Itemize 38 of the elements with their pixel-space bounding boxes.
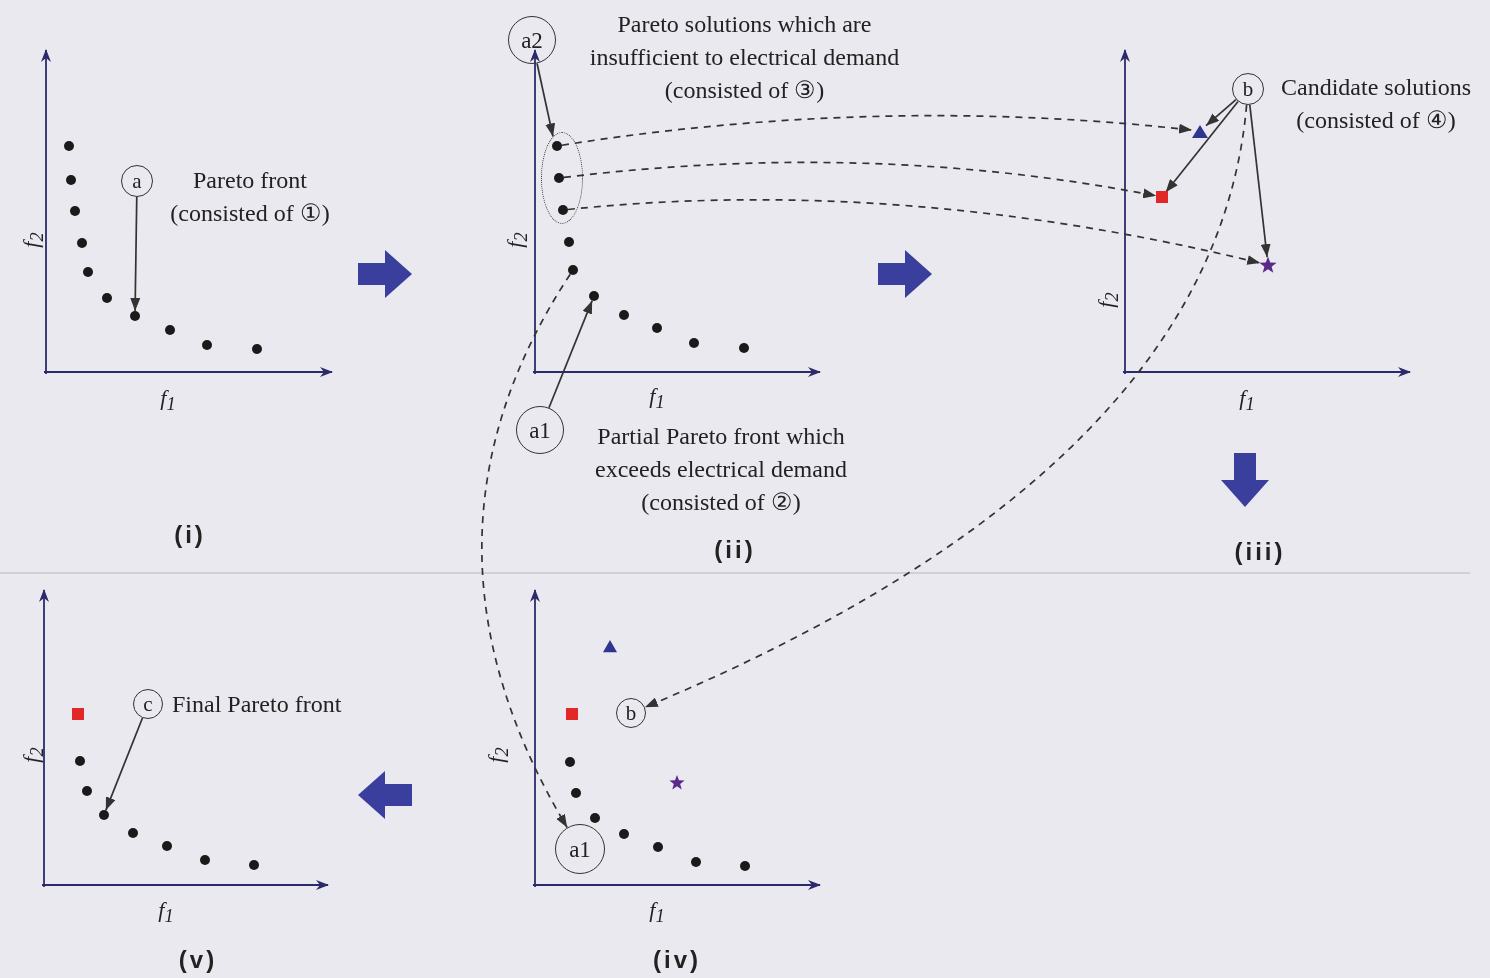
callout-text: Candidate solutions (consisted of ④) <box>1280 73 1472 135</box>
axis-label: f$_{1}$ <box>1239 384 1255 416</box>
target-point <box>558 205 568 215</box>
axis-label: f$_{1}$ <box>649 382 665 414</box>
square-marker <box>1156 191 1168 203</box>
axis-label: f$_{1}$ <box>158 896 174 928</box>
arrow <box>548 299 593 409</box>
panel-label: (iv) <box>653 946 701 974</box>
dashed-arrow <box>481 273 572 829</box>
target-point <box>568 265 578 275</box>
circled-label: a1 <box>555 824 605 874</box>
target-point <box>552 141 562 151</box>
arrow <box>105 717 144 812</box>
callout-text: Final Pareto front <box>172 690 343 719</box>
arrow <box>130 196 141 312</box>
dashed-arrow <box>644 104 1248 709</box>
target-point <box>130 311 140 321</box>
target-point <box>554 173 564 183</box>
star-marker <box>1259 256 1277 274</box>
panel-label: (iii) <box>1234 538 1286 566</box>
callout-text: Pareto solutions which are insufficient to electrical demand (consisted of ③) <box>588 10 901 105</box>
axis-label: f$_{1}$ <box>649 896 665 928</box>
panel-label: (i) <box>174 521 206 549</box>
arrow <box>1248 104 1271 258</box>
panel-label: (v) <box>178 946 218 974</box>
callout-text: Pareto front (consisted of ①) <box>169 166 331 228</box>
dashed-arrow <box>567 199 1262 266</box>
panel-label: (ii) <box>714 536 756 564</box>
dashed-arrow <box>563 161 1157 199</box>
callout-text: Partial Pareto front which exceeds electrical demand (consisted of ②) <box>594 422 848 517</box>
target-point <box>589 291 599 301</box>
arrow <box>1205 98 1237 127</box>
triangle-marker <box>1192 124 1208 138</box>
target-point <box>99 810 109 820</box>
arrow <box>536 62 556 138</box>
dashed-arrow <box>561 114 1193 147</box>
axis-label: f$_{1}$ <box>160 384 176 416</box>
arrow <box>1164 100 1239 194</box>
